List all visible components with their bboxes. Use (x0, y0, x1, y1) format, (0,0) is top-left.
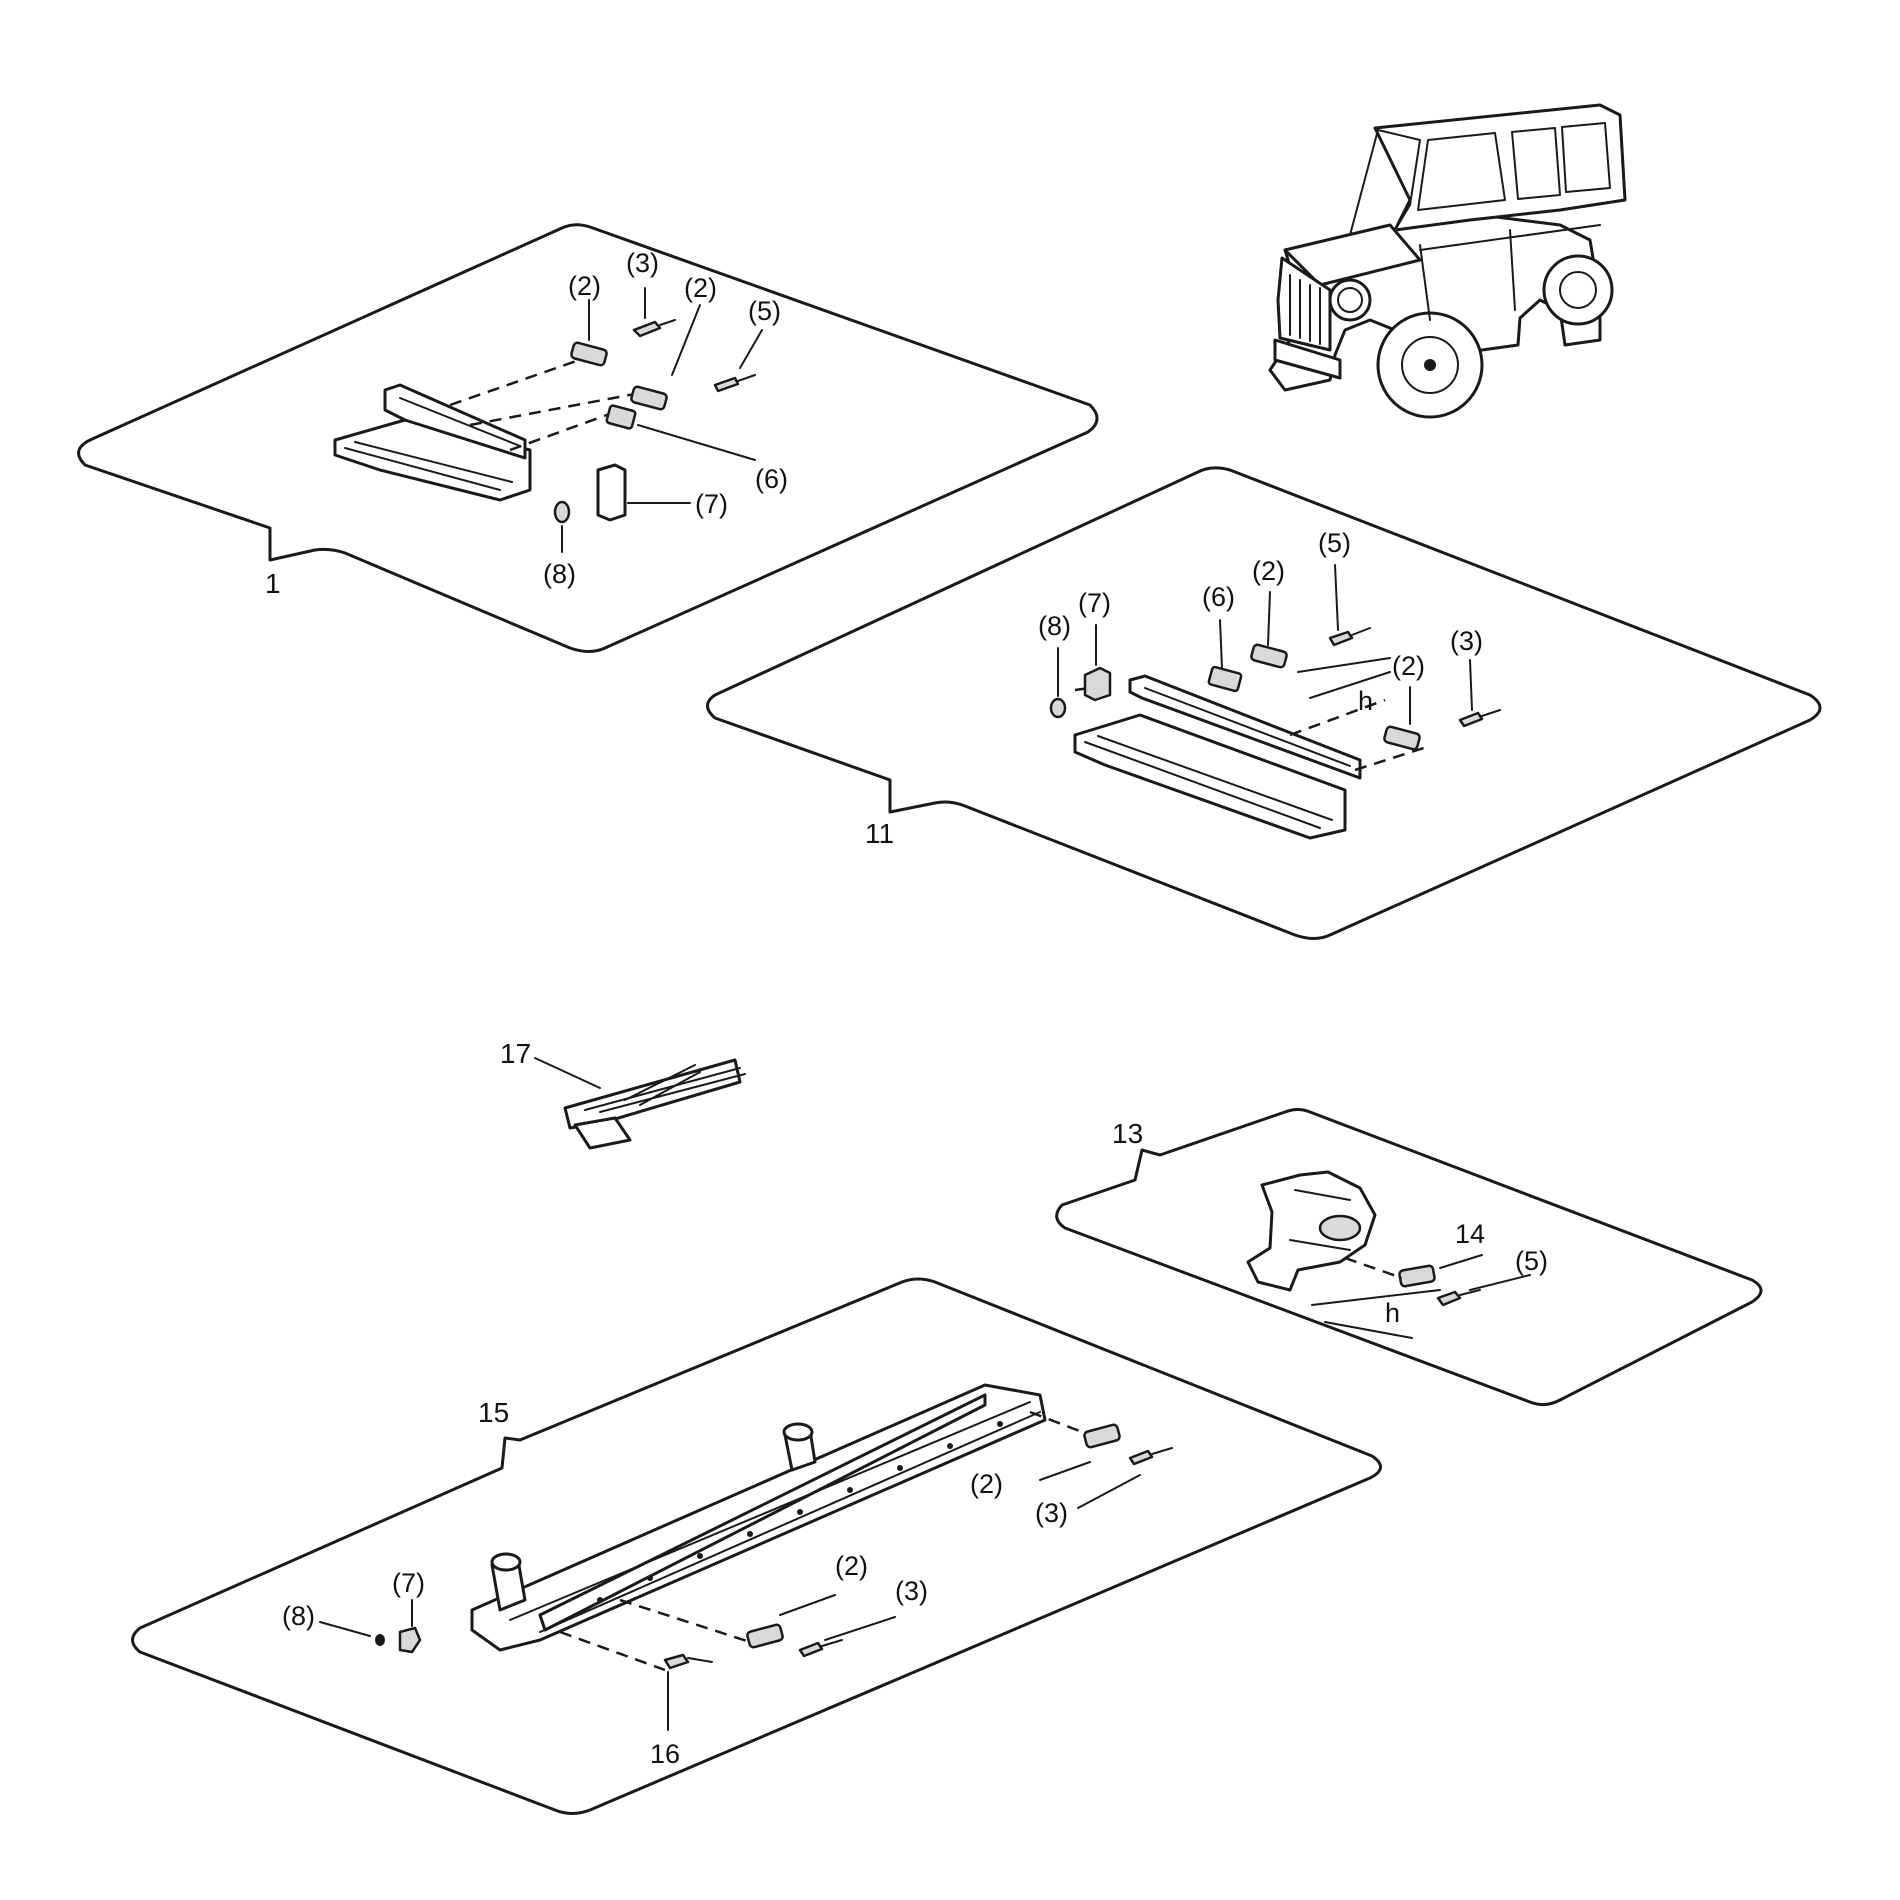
g1-number: 1 (265, 568, 281, 599)
g13-label-14: 14 (1455, 1219, 1485, 1249)
g11-label-2b: (2) (1392, 651, 1425, 681)
g1-label-6: (6) (755, 464, 788, 494)
g13-label-h: h (1385, 1298, 1400, 1328)
g1-label-3: (3) (626, 248, 659, 278)
g15-label-8: (8) (282, 1601, 315, 1631)
g15-label-2b: (2) (835, 1551, 868, 1581)
g15-label-16: 16 (650, 1739, 680, 1769)
g1-label-2a: (2) (568, 271, 601, 301)
g1-label-5: (5) (748, 296, 781, 326)
g15-number: 15 (478, 1397, 509, 1428)
g11-number: 11 (865, 818, 894, 849)
g13-number: 13 (1112, 1118, 1143, 1149)
group-17-part: 17 (500, 1038, 746, 1150)
g11-label-6: (6) (1202, 582, 1235, 612)
g17-number: 17 (500, 1038, 531, 1069)
group-1-panel: (2) (3) (2) (5) (6) (7) (8) 1 (77, 223, 1099, 653)
g1-label-8: (8) (543, 559, 576, 589)
group-15-panel: (2) (3) (2) (3) (8) (7) 16 15 (131, 1277, 1382, 1815)
g11-label-2a: (2) (1252, 556, 1285, 586)
g11-label-7: (7) (1078, 588, 1111, 618)
g1-label-7: (7) (695, 489, 728, 519)
g1-label-2b: (2) (684, 273, 717, 303)
vehicle-illustration (1268, 103, 1627, 419)
g15-label-3a: (3) (1035, 1498, 1068, 1528)
group-11-panel: (8) (7) (6) (2) (5) (2) (3) h 11 (706, 466, 1822, 940)
g13-label-5: (5) (1515, 1246, 1548, 1276)
g15-label-2a: (2) (970, 1469, 1003, 1499)
g15-label-7: (7) (392, 1568, 425, 1598)
g11-label-h: h (1358, 686, 1373, 716)
g15-label-3b: (3) (895, 1576, 928, 1606)
g11-label-5: (5) (1318, 528, 1351, 558)
g11-label-8: (8) (1038, 611, 1071, 641)
g11-label-3: (3) (1450, 626, 1483, 656)
group-13-panel: 14 (5) h 13 (1055, 1108, 1763, 1407)
